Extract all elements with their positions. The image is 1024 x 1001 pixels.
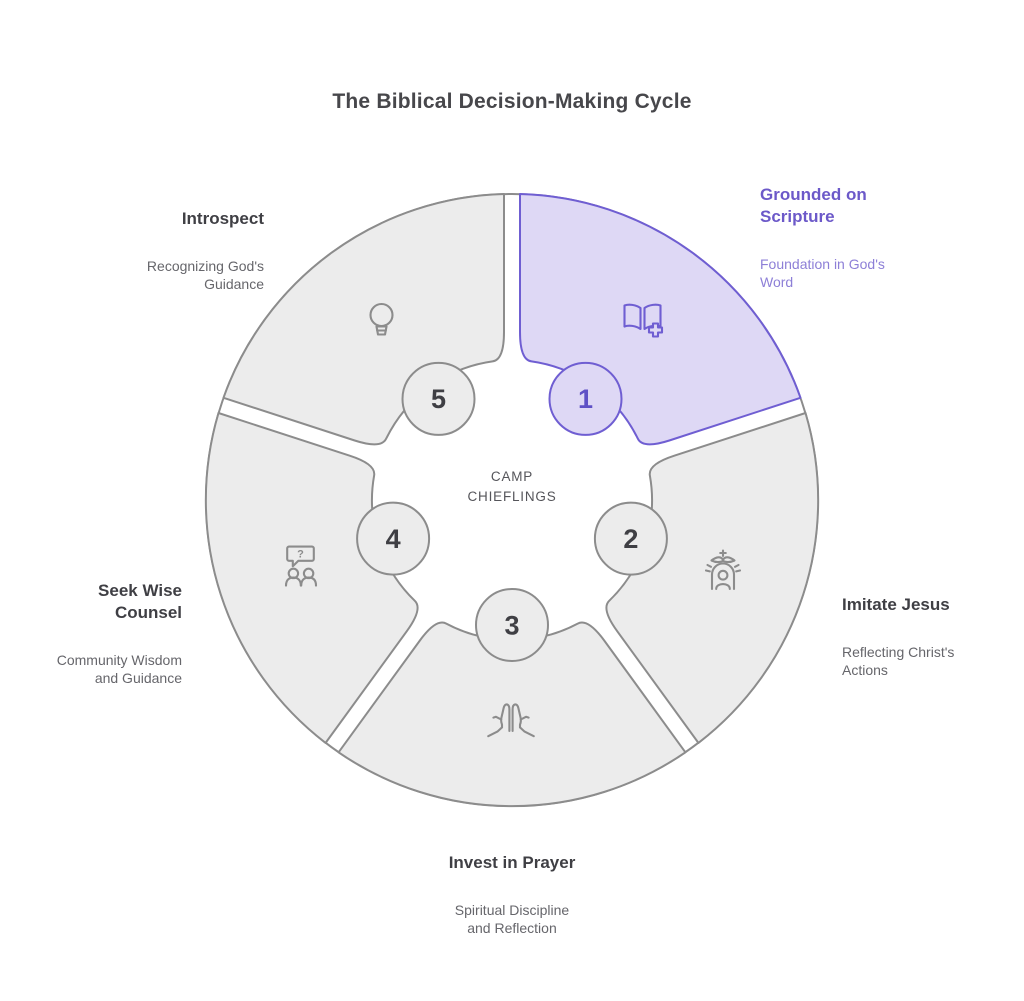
label-seek-wise-counsel: Seek Wise Counsel Community Wisdom and G… — [0, 562, 182, 705]
segment-subtitle: Community Wisdom and Guidance — [56, 652, 182, 686]
step-number-5: 5 — [431, 384, 446, 414]
label-imitate-jesus: Imitate Jesus Reflecting Christ's Action… — [842, 576, 1024, 697]
label-grounded-on-scripture: Grounded on Scripture Foundation in God'… — [760, 166, 950, 309]
label-invest-in-prayer: Invest in Prayer Spiritual Discipline an… — [392, 834, 632, 955]
segment-title: Introspect — [181, 209, 264, 228]
step-number-4: 4 — [386, 524, 401, 554]
segment-title: Seek Wise Counsel — [98, 581, 182, 622]
jesus-figure-icon — [704, 549, 742, 591]
step-number-2: 2 — [623, 524, 638, 554]
question-mark-glyph: ? — [297, 549, 304, 561]
center-label: CAMP CHIEFLINGS — [467, 469, 557, 504]
book-plus-icon — [623, 303, 664, 338]
segment-title: Grounded on Scripture — [760, 185, 867, 226]
step-number-1: 1 — [578, 384, 593, 414]
segment-subtitle: Recognizing God's Guidance — [146, 258, 264, 292]
segment-title: Imitate Jesus — [842, 595, 950, 614]
segment-subtitle: Foundation in God's Word — [760, 256, 885, 290]
label-introspect: Introspect Recognizing God's Guidance — [64, 190, 264, 311]
step-circle-5 — [401, 361, 476, 436]
segment-subtitle: Spiritual Discipline and Reflection — [454, 902, 570, 936]
step-circle-1 — [548, 361, 623, 436]
segment-subtitle: Reflecting Christ's Actions — [842, 644, 955, 678]
segment-title: Invest in Prayer — [448, 853, 576, 872]
step-number-3: 3 — [504, 611, 519, 641]
step-circle-4 — [356, 501, 431, 576]
counsel-people-icon: ? — [284, 545, 318, 587]
step-circle-3 — [475, 588, 549, 662]
praying-hands-icon — [487, 703, 535, 738]
page-title: The Biblical Decision-Making Cycle — [332, 90, 692, 113]
step-circle-2 — [593, 501, 668, 576]
lightbulb-icon — [369, 302, 394, 336]
